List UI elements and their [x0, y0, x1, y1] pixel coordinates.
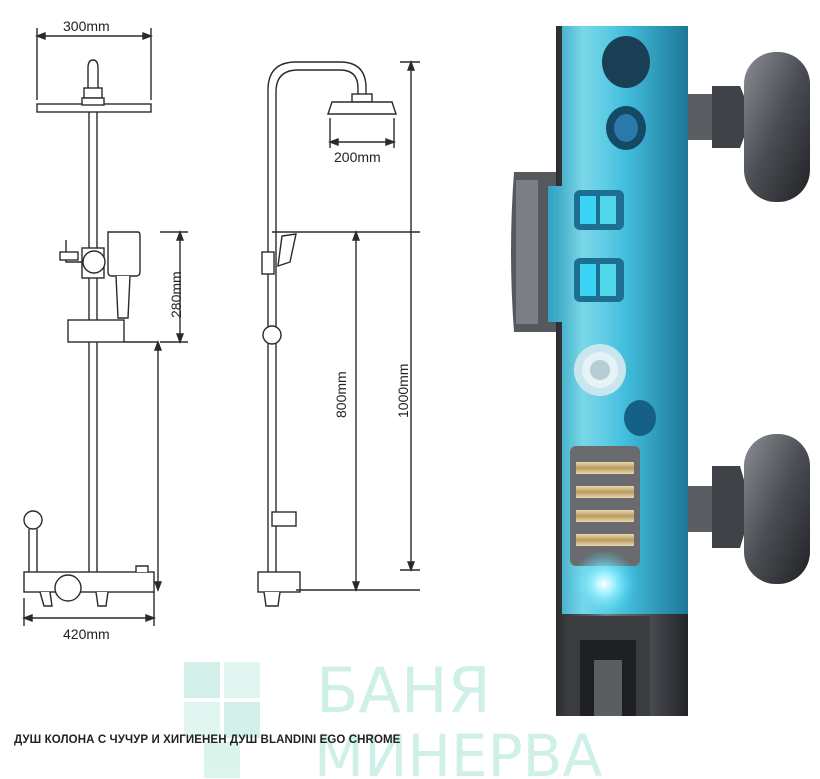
- dim-label-420mm: 420mm: [63, 626, 110, 642]
- dim-label-300mm: 300mm: [63, 18, 110, 34]
- dim-label-280mm: 280mm: [168, 271, 184, 318]
- dim-label-200mm: 200mm: [334, 149, 381, 165]
- product-caption: ДУШ КОЛОНА С ЧУЧУР И ХИГИЕНЕН ДУШ BLANDI…: [14, 734, 401, 746]
- dim-label-1000mm: 1000mm: [395, 364, 411, 418]
- front-view-drawing: [22, 28, 188, 626]
- watermark-logo: [184, 662, 260, 778]
- dim-label-800mm: 800mm: [333, 371, 349, 418]
- side-view-drawing: [257, 60, 420, 607]
- thermostatic-mixer-cutaway: [511, 26, 810, 716]
- watermark-line2: МИНЕРВА: [314, 722, 602, 779]
- watermark-line1: БАНЯ: [316, 654, 491, 727]
